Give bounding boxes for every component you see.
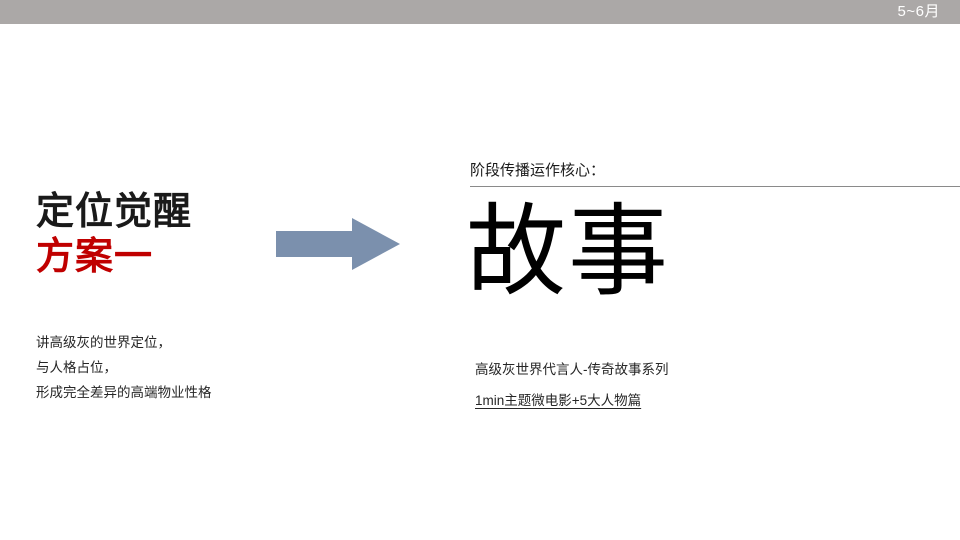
right-body-line-underlined: 1min主题微电影+5大人物篇 bbox=[475, 393, 642, 408]
left-headline-block: 定位觉醒 方案一 bbox=[36, 190, 266, 280]
left-body-line: 与人格占位， bbox=[36, 360, 117, 375]
page-subtitle: 方案一 bbox=[36, 236, 154, 278]
page-title: 定位觉醒 bbox=[36, 191, 193, 233]
left-body-line: 讲高级灰的世界定位， bbox=[36, 335, 171, 350]
date-range-label: 5~6月 bbox=[897, 3, 940, 20]
horizontal-divider bbox=[470, 186, 960, 187]
hero-keyword: 故事 bbox=[466, 196, 670, 308]
left-body-text: 讲高级灰的世界定位， 与人格占位， 形成完全差异的高端物业性格 bbox=[36, 330, 296, 405]
top-banner: 5~6月 bbox=[0, 0, 960, 24]
right-body-line: 高级灰世界代言人-传奇故事系列 bbox=[475, 362, 669, 377]
right-body-text: 高级灰世界代言人-传奇故事系列 1min主题微电影+5大人物篇 bbox=[475, 354, 895, 416]
section-label: 阶段传播运作核心： bbox=[470, 162, 606, 179]
right-arrow-icon bbox=[276, 218, 400, 270]
left-body-line: 形成完全差异的高端物业性格 bbox=[36, 385, 212, 400]
